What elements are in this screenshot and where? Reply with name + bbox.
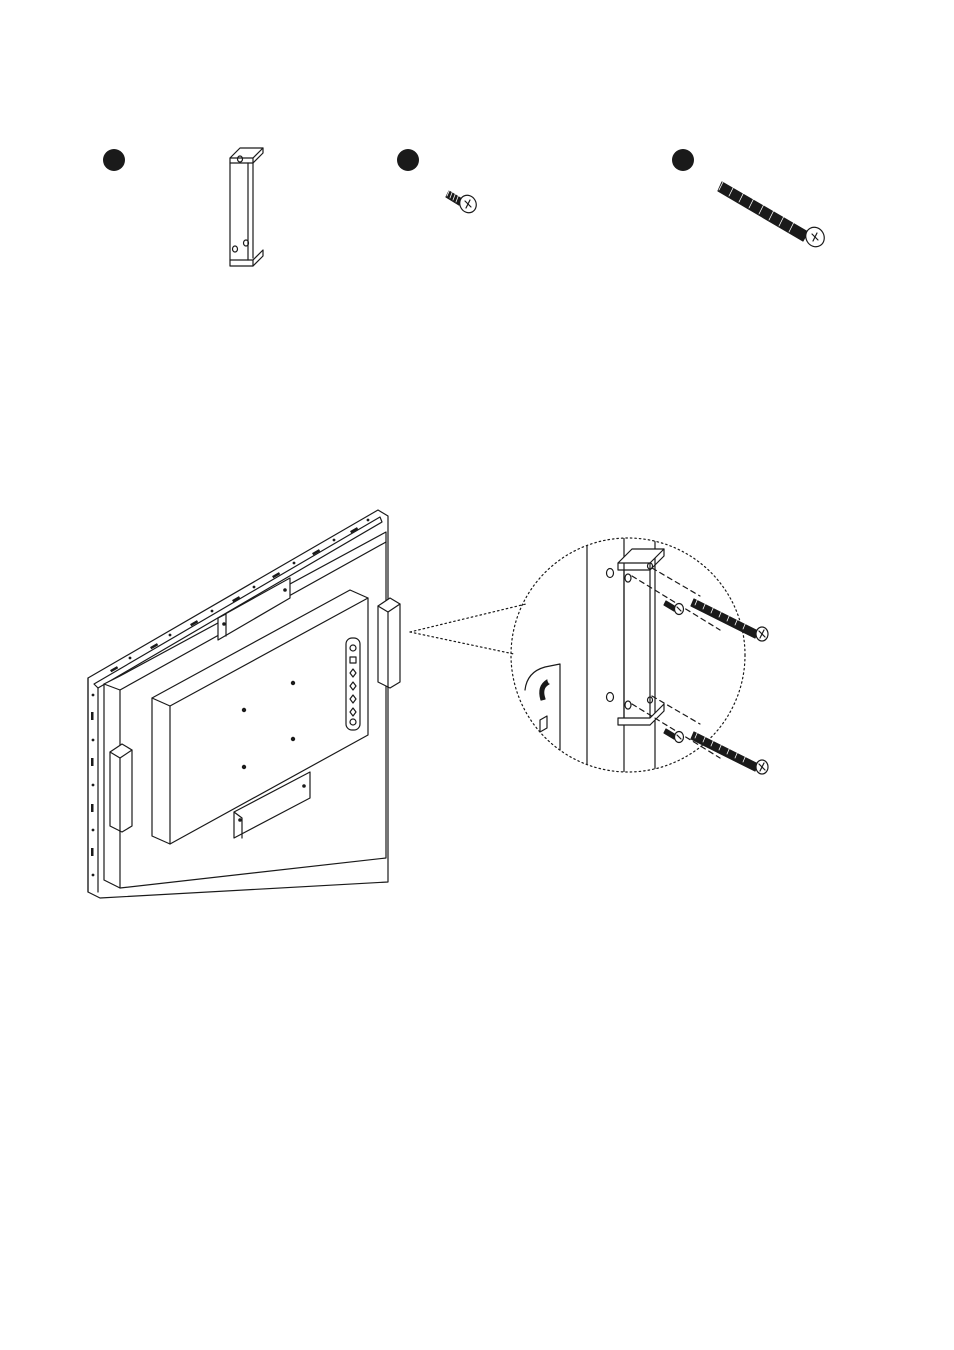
part-2-marker (397, 149, 419, 171)
part-3-marker (672, 149, 694, 171)
monitor-assembly (88, 510, 400, 898)
button-icon (540, 716, 547, 732)
short-screw-part-icon (446, 189, 479, 216)
part-1-marker (103, 149, 125, 171)
mounted-bracket-right (378, 598, 400, 688)
power-symbol-icon (540, 680, 549, 700)
magnifier-circle (511, 538, 745, 772)
detail-view (511, 530, 768, 790)
detail-long-screw-lower (691, 731, 768, 774)
long-screw-part-icon (718, 180, 828, 250)
detail-short-screw-upper (664, 601, 684, 615)
detail-short-screw-lower (664, 729, 684, 743)
callout-leader (410, 604, 526, 654)
bracket-part-icon (230, 148, 263, 266)
mounted-bracket-left (110, 744, 132, 832)
